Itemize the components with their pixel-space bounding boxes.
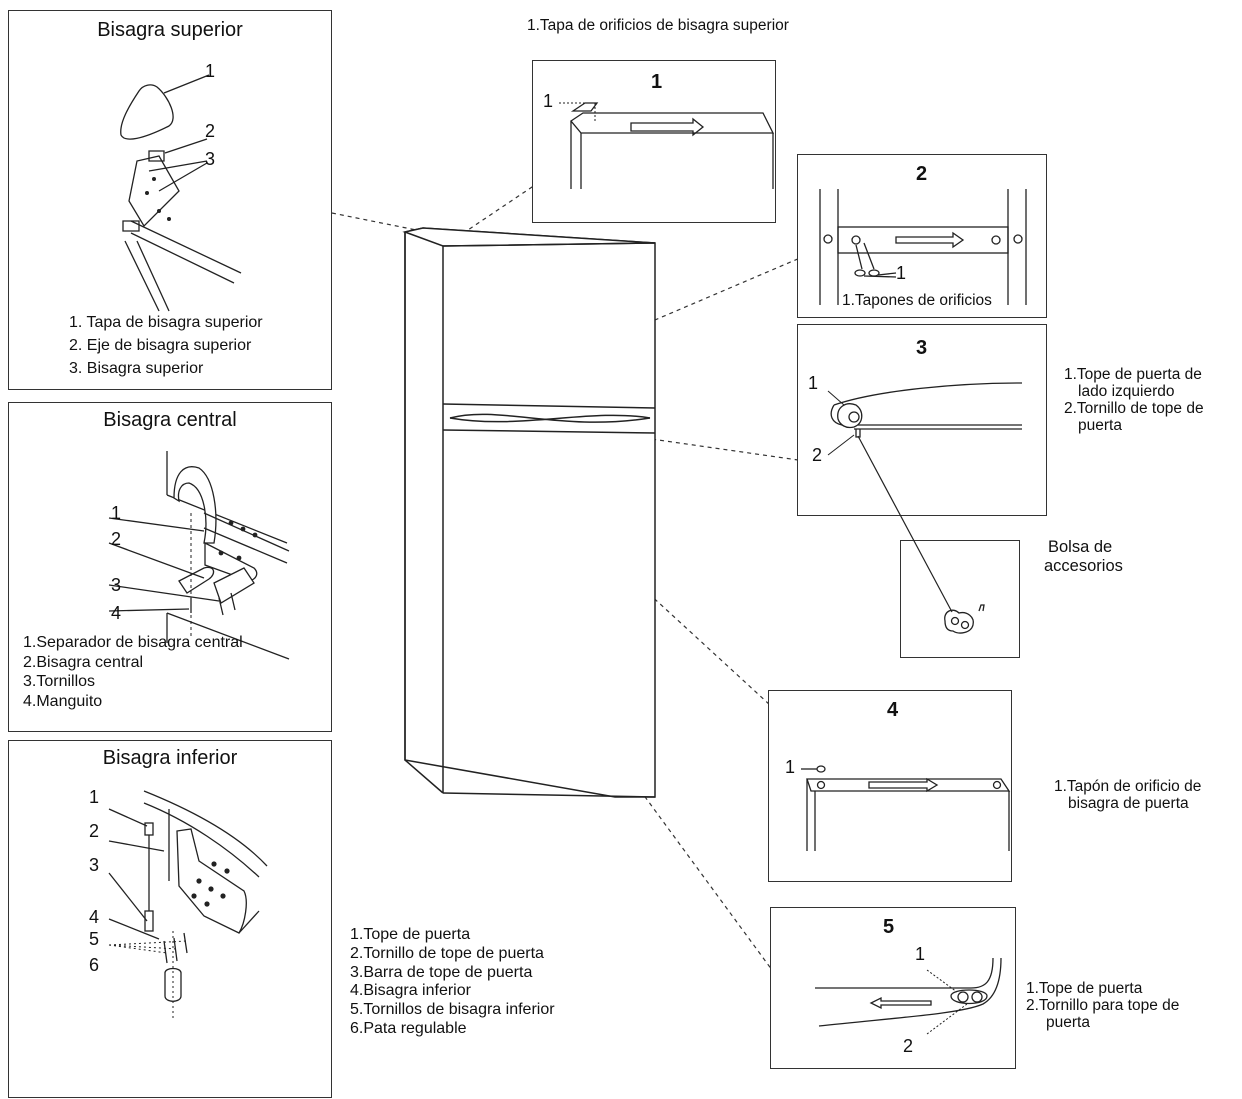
step-1-callout: 1 bbox=[543, 91, 554, 111]
step-5-number: 5 bbox=[883, 916, 895, 938]
upper-callout-3: 3 bbox=[205, 149, 216, 169]
refrigerator bbox=[402, 227, 656, 798]
lower-callout-3: 3 bbox=[89, 855, 100, 875]
step-5-side-label: 1.Tope de puerta 2.Tornillo para tope de… bbox=[1026, 980, 1179, 1031]
upper-hinge-illustration bbox=[120, 74, 242, 312]
lower-hinge-title: Bisagra inferior bbox=[102, 747, 238, 769]
step-3-panel: 3 1 2 bbox=[797, 324, 1047, 516]
lower-legend-2: 2.Tornillo de tope de puerta bbox=[350, 944, 544, 962]
step-4-side-1: 1.Tapón de orificio de bbox=[1054, 778, 1202, 795]
lower-callout-5: 5 bbox=[89, 929, 100, 949]
lower-hinge-panel: Bisagra inferior bbox=[8, 740, 332, 1098]
step-1-panel: 1 1 bbox=[532, 60, 776, 223]
step-2-callout: 1 bbox=[896, 263, 907, 283]
step-3-callout-2: 2 bbox=[812, 445, 823, 465]
step-2-number: 2 bbox=[916, 163, 928, 185]
step-2-illustration bbox=[819, 189, 1027, 305]
accessory-bag-label: Bolsa de accesorios bbox=[1044, 538, 1123, 576]
step-5-side-3: puerta bbox=[1046, 1014, 1090, 1031]
step-4-callout: 1 bbox=[785, 757, 796, 777]
step-3-side-1: 1.Tope de puerta de bbox=[1064, 366, 1202, 383]
lower-callout-1: 1 bbox=[89, 787, 100, 807]
lower-hinge-illustration bbox=[108, 790, 268, 1021]
lower-legend-4: 4.Bisagra inferior bbox=[350, 982, 471, 1000]
middle-hinge-legend: 1.Separador de bisagra central 2.Bisagra… bbox=[23, 633, 243, 711]
middle-hinge-illustration bbox=[108, 451, 290, 660]
middle-callout-2: 2 bbox=[111, 529, 122, 549]
step-5-illustration bbox=[815, 957, 1002, 1035]
lower-legend-3: 3.Barra de tope de puerta bbox=[350, 963, 533, 981]
step-3-side-label: 1.Tope de puerta de lado izquierdo 2.Tor… bbox=[1064, 366, 1204, 434]
middle-hinge-panel: Bisagra central 1 2 bbox=[8, 402, 332, 732]
middle-legend-1: 1.Separador de bisagra central bbox=[23, 634, 243, 651]
middle-legend-4: 4.Manguito bbox=[23, 692, 103, 710]
middle-callout-3: 3 bbox=[111, 575, 122, 595]
step-3-side-3: 2.Tornillo de tope de bbox=[1064, 400, 1204, 417]
lower-callout-2: 2 bbox=[89, 821, 100, 841]
accessory-bag-illustration bbox=[944, 604, 985, 634]
step-5-callout-1: 1 bbox=[915, 944, 926, 964]
step-4-illustration bbox=[801, 765, 1011, 851]
middle-callout-1: 1 bbox=[111, 503, 122, 523]
accessory-bag-panel bbox=[900, 540, 1020, 658]
step1-caption: 1.Tapa de orificios de bisagra superior bbox=[527, 17, 789, 34]
step-5-side-1: 1.Tope de puerta bbox=[1026, 980, 1143, 997]
accessory-bag-label-1: Bolsa de bbox=[1048, 538, 1113, 556]
lower-legend-6: 6.Pata regulable bbox=[350, 1019, 467, 1037]
step-1-illustration bbox=[559, 102, 775, 189]
step-5-callout-2: 2 bbox=[903, 1036, 914, 1056]
upper-legend-2: 2. Eje de bisagra superior bbox=[69, 337, 252, 354]
upper-hinge-legend: 1. Tapa de bisagra superior 2. Eje de bi… bbox=[69, 311, 263, 380]
upper-hinge-title: Bisagra superior bbox=[97, 19, 243, 41]
step-3-illustration bbox=[827, 382, 1023, 456]
step-1-number: 1 bbox=[651, 71, 663, 93]
upper-legend-3: 3. Bisagra superior bbox=[69, 360, 204, 377]
lower-legend-5: 5.Tornillos de bisagra inferior bbox=[350, 1001, 555, 1019]
step-5-side-2: 2.Tornillo para tope de bbox=[1026, 997, 1180, 1014]
upper-legend-1: 1. Tapa de bisagra superior bbox=[69, 314, 263, 331]
step-3-number: 3 bbox=[916, 337, 928, 359]
step-4-number: 4 bbox=[887, 699, 899, 721]
upper-hinge-panel: Bisagra superior 1 2 3 1. Tapa de bisagr… bbox=[8, 10, 332, 390]
middle-legend-2: 2.Bisagra central bbox=[23, 653, 144, 671]
step-3-callout-1: 1 bbox=[808, 373, 819, 393]
accessory-bag-label-2: accesorios bbox=[1044, 557, 1123, 575]
step-2-panel: 2 1 1.Tapones de orificios bbox=[797, 154, 1047, 318]
upper-callout-1: 1 bbox=[205, 61, 216, 81]
step-4-side-2: bisagra de puerta bbox=[1068, 795, 1189, 812]
lower-callout-6: 6 bbox=[89, 955, 100, 975]
step-5-panel: 5 1 2 bbox=[770, 907, 1016, 1069]
step-3-side-2: lado izquierdo bbox=[1078, 383, 1175, 400]
lower-legend-1: 1.Tope de puerta bbox=[350, 926, 471, 943]
middle-hinge-title: Bisagra central bbox=[103, 409, 237, 431]
lower-callout-4: 4 bbox=[89, 907, 100, 927]
lower-hinge-legend: 1.Tope de puerta 2.Tornillo de tope de p… bbox=[350, 926, 555, 1039]
step-2-label: 1.Tapones de orificios bbox=[842, 292, 992, 309]
middle-legend-3: 3.Tornillos bbox=[23, 673, 96, 690]
middle-callout-4: 4 bbox=[111, 603, 122, 623]
step-4-panel: 4 1 bbox=[768, 690, 1012, 882]
upper-callout-2: 2 bbox=[205, 121, 216, 141]
step-3-side-4: puerta bbox=[1078, 417, 1122, 434]
step-4-side-label: 1.Tapón de orificio de bisagra de puerta bbox=[1054, 778, 1201, 812]
